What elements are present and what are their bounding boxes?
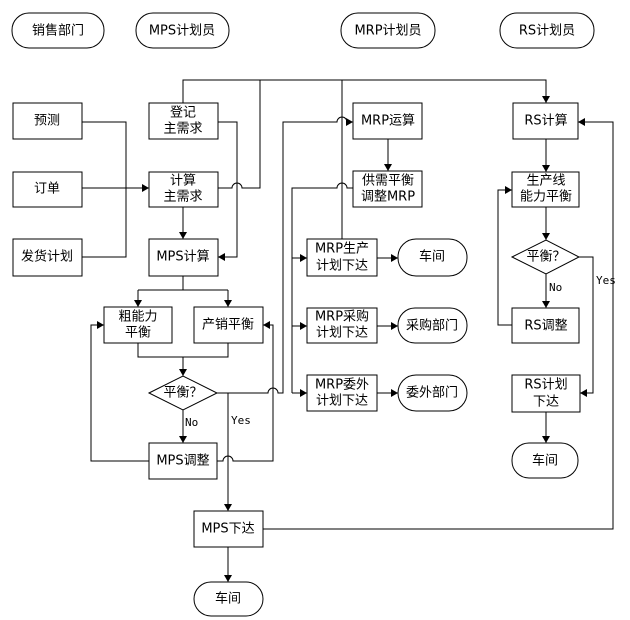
node-mps-decision: 平衡？ (147, 375, 219, 411)
node-label: 登记 (170, 106, 196, 121)
node-line-capacity: 生产线 能力平衡 (511, 171, 580, 208)
node-label: 主需求 (163, 122, 202, 137)
node-calc-demand: 计算 主需求 (148, 171, 219, 208)
node-rough-capacity: 粗能力 平衡 (103, 306, 173, 344)
node-shipping-plan: 发货计划 (12, 238, 83, 277)
node-label: 计划下达 (316, 326, 368, 341)
connector-decision-to-mrp-calc (228, 116, 353, 394)
node-label: MPS调整 (156, 454, 209, 469)
node-supply-balance: 供需平衡 调整MRP (352, 170, 423, 208)
node-label: MRP运算 (361, 114, 415, 129)
node-label: RS调整 (524, 319, 567, 334)
node-label: 车间 (419, 249, 445, 265)
node-label: 委外部门 (406, 386, 458, 401)
connector-calc-demand-to-bus (218, 80, 261, 189)
node-label: 主需求 (163, 190, 202, 205)
node-workshop-mrp: 车间 (397, 238, 468, 277)
node-label: 车间 (215, 591, 241, 607)
swimlane-header-sales: 销售部门 (11, 12, 105, 49)
node-mrp-outsource: MRP委外 计划下达 (306, 374, 378, 412)
node-prod-sales-balance: 产销平衡 (193, 306, 264, 344)
node-mps-adjust: MPS调整 (148, 442, 218, 480)
node-mrp-purchase: MRP采购 计划下达 (306, 307, 378, 344)
swimlane-header-mrp: MRP计划员 (340, 12, 436, 49)
connector-rs-decision-yes (579, 256, 594, 397)
swimlane-label: MPS计划员 (149, 24, 215, 39)
node-mrp-calc: MRP运算 (352, 102, 423, 140)
node-label: 调整MRP (361, 190, 415, 205)
connector-forecast-shipping (82, 121, 127, 258)
node-label: 产销平衡 (202, 318, 254, 333)
node-rs-release: RS计划 下达 (511, 374, 581, 413)
node-label: MPS计算 (156, 250, 209, 265)
node-order: 订单 (12, 171, 83, 208)
node-label: MRP生产 (315, 242, 369, 257)
node-label: 预测 (34, 114, 60, 129)
node-label: 供需平衡 (362, 174, 414, 189)
node-mps-calc: MPS计算 (148, 238, 219, 277)
connector-mps-calc-split (138, 276, 228, 291)
connector-adjust-to-prod-sales (217, 321, 274, 462)
edge-label-yes: Yes (596, 274, 616, 287)
node-label: 平衡 (125, 326, 151, 341)
node-label: RS计算 (524, 114, 567, 129)
edge-label-yes: Yes (231, 414, 251, 427)
node-label: 下达 (533, 395, 559, 410)
node-register-demand: 登记 主需求 (148, 102, 219, 140)
swimlane-header-rs: RS计划员 (499, 12, 595, 49)
swimlane-header-mps: MPS计划员 (135, 12, 230, 49)
node-label: RS计划 (524, 378, 567, 393)
node-label: 订单 (34, 182, 60, 197)
connector-bus-to-rs-calc (182, 79, 550, 103)
swimlane-label: 销售部门 (32, 23, 84, 39)
node-rs-calc: RS计算 (512, 102, 579, 140)
node-label: MRP采购 (315, 309, 369, 325)
node-outsource-dept: 委外部门 (397, 374, 468, 412)
node-label: 计划下达 (316, 259, 368, 274)
node-rs-adjust: RS调整 (511, 307, 580, 344)
edge-label-no: No (185, 416, 198, 429)
node-label: 生产线 (526, 174, 565, 189)
connector-supply-bus (291, 182, 353, 393)
connector-adjust-to-rough-capacity (90, 321, 149, 462)
node-label: 计算 (170, 174, 196, 189)
node-label: MRP委外 (315, 378, 369, 393)
node-mrp-production: MRP生产 计划下达 (306, 238, 378, 277)
node-purchase-dept: 采购部门 (397, 307, 468, 344)
node-label: 平衡？ (163, 386, 202, 401)
node-mps-release: MPS下达 (193, 510, 264, 548)
connector-balance-join (137, 343, 229, 358)
connector-register-to-mps-calc (218, 121, 238, 261)
node-label: 平衡？ (526, 250, 565, 265)
swimlane-label: MRP计划员 (354, 24, 421, 39)
swimlane-label: RS计划员 (519, 24, 575, 39)
node-workshop-mps: 车间 (193, 581, 264, 617)
node-label: 计划下达 (316, 394, 368, 409)
connector-rs-adjust-loop (497, 186, 512, 326)
node-label: 车间 (532, 453, 558, 469)
node-rs-decision: 平衡？ (510, 239, 581, 275)
node-label: 粗能力 (118, 310, 157, 325)
node-label: 发货计划 (21, 249, 73, 265)
node-label: 采购部门 (406, 318, 458, 334)
edge-label-no: No (549, 281, 562, 294)
node-workshop-rs: 车间 (511, 442, 579, 479)
node-label: 能力平衡 (520, 190, 572, 205)
connector-mps-release-to-rs-calc (263, 118, 614, 530)
node-label: MPS下达 (201, 522, 254, 537)
connector-decision-yes (217, 392, 232, 511)
node-forecast: 预测 (12, 102, 83, 140)
